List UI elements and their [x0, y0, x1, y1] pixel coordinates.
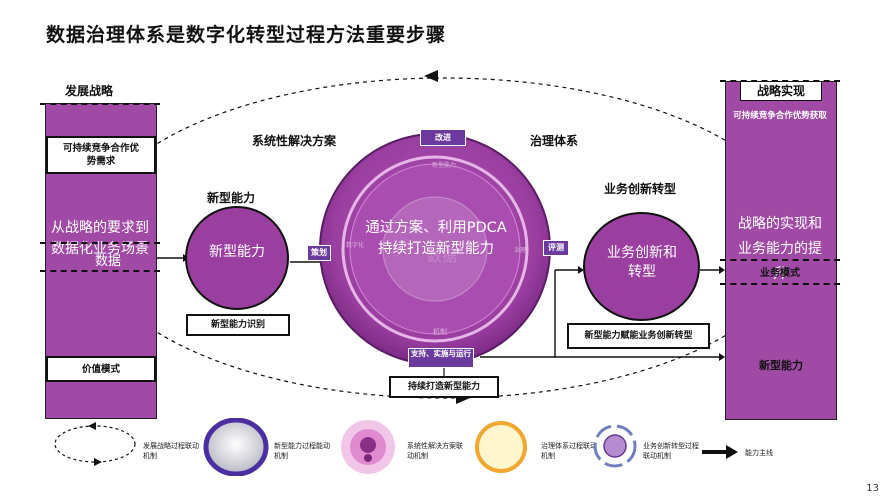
right-mid-box: 业务模式 [760, 268, 800, 279]
tag-evaluate: 评测 [543, 240, 569, 256]
tag-support-run: 支持、实施与运行 [408, 348, 474, 368]
center-ghost-text: 数据 [426, 247, 457, 265]
center-inner-small-4: 机制 [433, 328, 447, 336]
page-title: 数据治理体系是数字化转型过程方法重要步骤 [46, 24, 447, 46]
right-column-header: 战略实现 [740, 81, 822, 101]
empower-business-box: 新型能力赋能业务创新转型 [567, 323, 710, 349]
left-column-header: 发展战略 [65, 84, 114, 98]
left-top-box: 可持续竞争合作优势需求 [46, 136, 156, 174]
left-top-dash [40, 103, 160, 105]
dashed-loop-icon [54, 422, 136, 466]
new-capability-identify-box: 新型能力识别 [186, 314, 290, 336]
tag-plan: 策划 [307, 245, 331, 261]
left-overlay-text: 数据 [95, 254, 122, 269]
business-innovation-circle [583, 212, 700, 321]
center-circle-text: 通过方案、利用PDCA持续打造新型能力 [365, 220, 507, 257]
solution-sphere-icon [341, 420, 395, 474]
loop-arrow-top [424, 70, 438, 82]
left-mid-dash-1 [40, 242, 160, 244]
left-mid-dash-2 [40, 270, 160, 272]
tag-improve: 改进 [420, 129, 466, 146]
governance-ring-icon [475, 421, 527, 473]
center-solution-circle [319, 133, 551, 365]
label-governance-system: 治理体系 [530, 134, 579, 148]
legend-text-1: 发展战略过程联动机制 [143, 442, 199, 460]
new-capability-ring-icon [203, 418, 269, 476]
center-inner-small-2: 数字化 [345, 242, 364, 249]
page-number: 13 [866, 483, 879, 494]
legend-text-6: 能力主线 [745, 449, 773, 457]
legend-text-2: 新型能力过程能动机制 [274, 442, 330, 460]
legend-text-5: 业务创新转型过程联动机制 [643, 442, 699, 460]
label-new-capability: 新型能力 [207, 191, 256, 205]
left-main-text: 从战略的要求到数据化业务场景 [51, 220, 149, 257]
business-cycle-icon [593, 424, 637, 468]
right-bottom-text: 新型能力 [759, 359, 803, 372]
label-business-transform: 业务创新转型 [604, 182, 677, 196]
legend-text-4: 治理体系过程联动机制 [541, 442, 597, 460]
right-main-text: 战略的实现和业务能力的提升 [738, 216, 822, 282]
label-systematic-solution: 系统性解决方案 [252, 134, 337, 148]
new-capability-circle-text: 新型能力 [209, 244, 265, 260]
business-innovation-circle-text: 业务创新和转型 [607, 245, 677, 280]
right-strategy-column [725, 81, 837, 420]
right-mid-dash-1 [720, 259, 840, 261]
center-inner-small-3: 治理 [513, 247, 526, 254]
center-inner-small-1: 新型能力 [431, 162, 456, 169]
main-line-arrow-icon [702, 445, 738, 459]
right-top-text: 可持续竞争合作优势获取 [733, 111, 827, 121]
left-bottom-box: 价值模式 [46, 356, 156, 382]
continuous-capability-box: 持续打造新型能力 [389, 376, 499, 398]
legend-text-3: 系统性解决方案联动机制 [407, 442, 463, 460]
right-mid-dash-2 [720, 283, 840, 285]
new-capability-circle [185, 206, 289, 310]
